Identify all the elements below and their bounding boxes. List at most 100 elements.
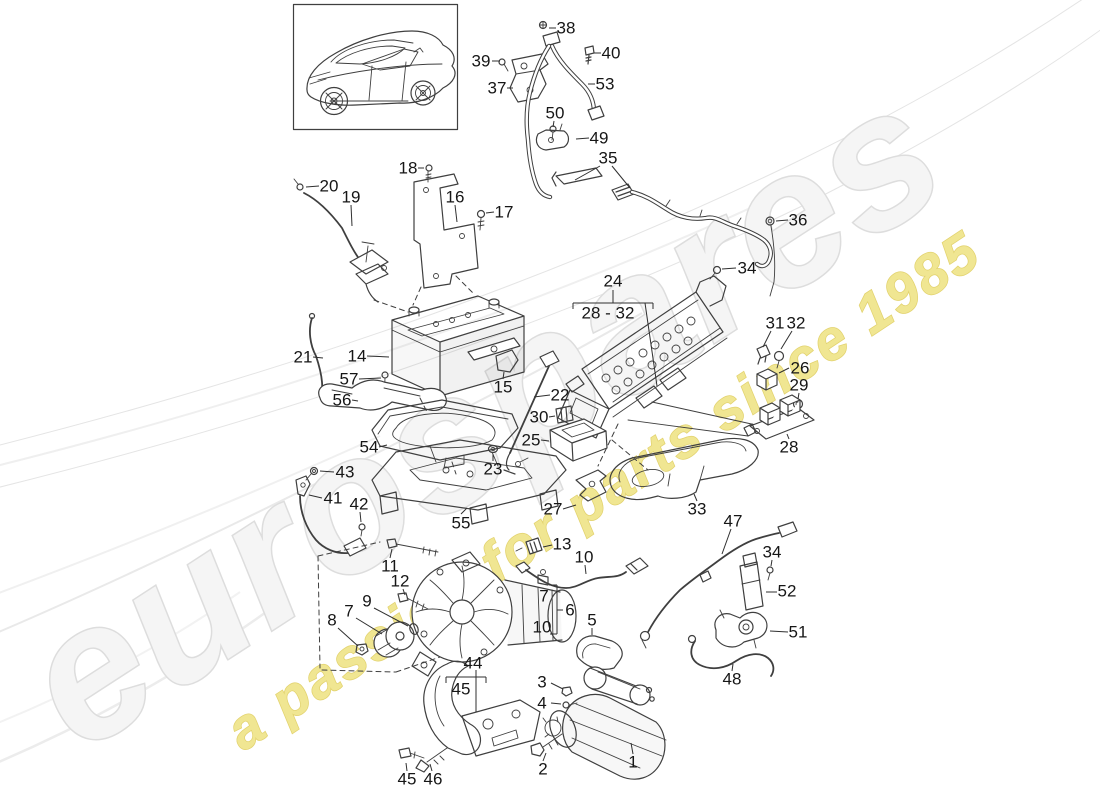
part-label-49[interactable]: 49: [590, 129, 609, 148]
leader-line: [533, 394, 551, 398]
leader-line: [786, 433, 790, 440]
leader-line: [460, 507, 468, 515]
part-label-20[interactable]: 20: [320, 177, 339, 196]
part-label-7[interactable]: 7: [539, 587, 548, 606]
group-bracket-44: [445, 670, 487, 712]
leader-line: [780, 330, 793, 350]
part-label-6[interactable]: 6: [565, 601, 574, 620]
wiring-harness: [551, 167, 776, 297]
part-label-45[interactable]: 45: [398, 770, 417, 789]
part-label-35[interactable]: 35: [599, 149, 618, 168]
part-label-10[interactable]: 10: [533, 618, 552, 637]
leader-line: [355, 617, 383, 635]
part-label-22[interactable]: 22: [551, 386, 570, 405]
part-label-57[interactable]: 57: [340, 370, 359, 389]
part-label-19[interactable]: 19: [342, 188, 361, 207]
part-label-38[interactable]: 38: [557, 19, 576, 38]
leader-line: [308, 494, 323, 499]
part-label-54[interactable]: 54: [360, 438, 379, 457]
leader-line: [312, 356, 324, 359]
part-label-15[interactable]: 15: [494, 378, 513, 397]
part-label-18[interactable]: 18: [399, 159, 418, 178]
part-label-9[interactable]: 9: [362, 592, 371, 611]
part-label-5[interactable]: 5: [587, 611, 596, 630]
part-label-24[interactable]: 24: [604, 272, 623, 291]
part-label-11[interactable]: 11: [381, 557, 399, 576]
part-label-14[interactable]: 14: [348, 347, 367, 366]
part-label-4[interactable]: 4: [537, 694, 546, 713]
part-label-31[interactable]: 31: [766, 314, 785, 333]
leader-line: [319, 470, 335, 473]
part-label-16[interactable]: 16: [446, 188, 465, 207]
part-label-28-32[interactable]: 28 - 32: [582, 304, 635, 323]
leader-line: [358, 377, 382, 380]
part-label-51[interactable]: 51: [789, 623, 808, 642]
part-label-27[interactable]: 27: [544, 500, 563, 519]
leader-line: [562, 504, 577, 510]
part-label-34[interactable]: 34: [738, 259, 757, 278]
part-label-7[interactable]: 7: [344, 602, 353, 621]
part-label-33[interactable]: 33: [688, 500, 707, 519]
part-label-28[interactable]: 28: [780, 438, 799, 457]
part-label-2[interactable]: 2: [538, 760, 547, 779]
leader-line: [611, 165, 631, 189]
part-label-10[interactable]: 10: [575, 548, 594, 567]
leader-line: [797, 392, 800, 400]
leader-line: [351, 399, 359, 402]
part-label-46[interactable]: 46: [424, 770, 443, 789]
leader-line: [550, 702, 562, 705]
cover-tray: [609, 437, 759, 501]
part-label-44[interactable]: 44: [464, 654, 483, 673]
part-label-48[interactable]: 48: [723, 670, 742, 689]
leader-line: [454, 204, 458, 223]
part-label-56[interactable]: 56: [333, 391, 352, 410]
watermark-swoosh: [0, 0, 1100, 763]
part-label-12[interactable]: 12: [391, 572, 410, 591]
leader-line: [584, 564, 587, 575]
watermark-brand: eurospares: [0, 43, 978, 790]
part-label-34[interactable]: 34: [763, 543, 782, 562]
leader-line: [429, 763, 433, 772]
part-label-17[interactable]: 17: [495, 203, 514, 222]
part-label-21[interactable]: 21: [294, 348, 313, 367]
leader-line: [366, 355, 390, 358]
part-label-1[interactable]: 1: [628, 753, 637, 772]
part-label-55[interactable]: 55: [452, 514, 471, 533]
part-label-3[interactable]: 3: [537, 673, 546, 692]
part-label-30[interactable]: 30: [530, 408, 549, 427]
leader-line: [378, 444, 388, 448]
part-label-13[interactable]: 13: [553, 535, 572, 554]
leader-line: [548, 415, 556, 418]
part-label-25[interactable]: 25: [522, 431, 541, 450]
leader-line: [389, 548, 393, 559]
part-label-41[interactable]: 41: [324, 489, 343, 508]
part-label-39[interactable]: 39: [472, 52, 491, 71]
part-label-26[interactable]: 26: [791, 359, 810, 378]
part-label-53[interactable]: 53: [596, 75, 615, 94]
leader-line: [574, 165, 601, 181]
leader-line: [540, 439, 550, 442]
part-label-36[interactable]: 36: [789, 211, 808, 230]
alternator-bracket: [398, 660, 541, 773]
part-label-42[interactable]: 42: [350, 495, 369, 514]
part-label-47[interactable]: 47: [724, 512, 743, 531]
leader-line: [769, 630, 789, 633]
part-label-37[interactable]: 37: [488, 79, 507, 98]
part-label-52[interactable]: 52: [778, 582, 797, 601]
battery-tray-assembly: [295, 399, 567, 557]
part-label-8[interactable]: 8: [327, 611, 336, 630]
leader-line: [542, 752, 547, 762]
part-label-23[interactable]: 23: [484, 460, 503, 479]
part-label-32[interactable]: 32: [787, 314, 806, 333]
part-label-45[interactable]: 45: [452, 680, 471, 699]
leader-line: [305, 185, 320, 188]
leader-line: [542, 544, 553, 548]
part-label-29[interactable]: 29: [790, 376, 809, 395]
part-label-40[interactable]: 40: [602, 44, 621, 63]
leader-line: [485, 211, 495, 214]
relay-parts: [743, 344, 815, 440]
part-label-50[interactable]: 50: [546, 104, 565, 123]
part-label-43[interactable]: 43: [336, 463, 355, 482]
